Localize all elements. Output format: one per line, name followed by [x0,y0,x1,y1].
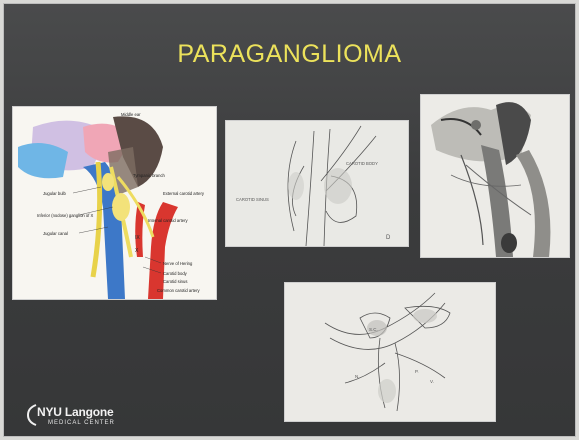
label-ext-carotid: External carotid artery [163,191,205,196]
dissection-illustration: S.C. N. P. V. [285,283,495,421]
label-tympanic-branch: Tympanic branch [133,173,166,178]
label-carotid-body: Carotid body [163,271,188,276]
dissection-sketch: S.C. N. P. V. [285,283,495,421]
logo-subtitle: MEDICAL CENTER [48,420,115,426]
label-ix: IX [135,235,140,241]
label-carotid-sinus: Carotid sinus [163,279,187,284]
label-carotid-body-sketch: CAROTID BODY [346,161,378,166]
label-middle-ear: Middle ear [121,112,141,117]
label-v: V. [430,379,434,384]
slide-title: PARAGANGLIOMA [4,40,575,69]
label-jugular-canal: Jugular canal [43,231,68,236]
anatomy-illustration: Middle ear Tympanic branch External caro… [13,107,216,299]
label-p: P. [415,369,419,374]
label-jugular-bulb: Jugular bulb [43,191,66,196]
head-neck-sketch [421,95,569,257]
carotid-sketch: CAROTID SINUS CAROTID BODY D [226,121,408,246]
label-nerve-hering: Nerve of Hering [163,261,193,266]
label-carotid-sinus-sketch: CAROTID SINUS [236,197,269,202]
label-common-carotid: Common carotid artery [157,288,200,293]
carotid-sketch-illustration: CAROTID SINUS CAROTID BODY D [226,121,408,246]
slide: PARAGANGLIOMA Middle ear Tympanic branc [4,4,575,436]
head-neck-illustration [421,95,569,257]
label-int-carotid: Internal carotid artery [148,218,188,223]
label-sc: S.C. [369,327,378,332]
anatomy-diagram: Middle ear Tympanic branch External caro… [13,107,216,299]
label-panel-letter: D [386,235,391,241]
logo-wordmark: NYU Langone [37,405,113,419]
label-n: N. [355,374,360,379]
